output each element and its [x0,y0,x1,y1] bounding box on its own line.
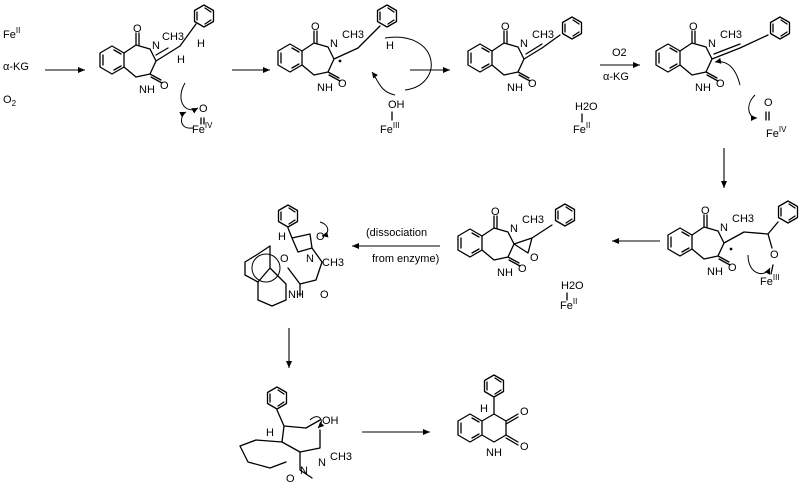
quinolinone-product: H O O NH [457,374,529,459]
svg-text:OH: OH [388,99,405,111]
epoxide-intermediate: O N CH3 NH O O [457,203,576,279]
fe-iv-oxo-2: FeIV O [714,57,787,140]
radical-intermediate: O N CH3 NH O H [277,4,398,94]
svg-text:OH: OH [322,415,339,427]
svg-text:O2: O2 [3,94,17,108]
svg-text:NH: NH [486,447,502,459]
step-4-reagents: O2 α-KG [600,47,640,83]
svg-text:N: N [300,465,308,477]
svg-text:FeIV: FeIV [766,125,787,140]
svg-text:FeIII: FeIII [380,121,400,136]
svg-text:O: O [338,78,347,90]
svg-text:O: O [311,21,320,33]
svg-text:FeII: FeII [573,121,590,136]
svg-text:N: N [318,457,326,469]
svg-text:O: O [320,289,329,301]
svg-text:O: O [689,21,698,33]
amide-nh: NH [139,84,155,96]
alkene-product: O N CH3 NH O [467,16,583,94]
svg-text:N: N [720,222,728,234]
svg-text:H: H [266,427,274,439]
svg-text:O: O [701,205,710,217]
svg-text:N: N [306,253,314,265]
svg-text:CH3: CH3 [720,29,742,41]
svg-text:N: N [708,38,716,50]
svg-text:O: O [728,262,737,274]
svg-text:O: O [764,97,773,109]
svg-text:CH3: CH3 [732,213,754,225]
svg-text:NH: NH [507,82,523,94]
svg-text:FeII: FeII [3,26,20,41]
fe-iv-oxo-1: FeIV O [179,82,213,136]
water-fe-ii-1: H2O FeII [573,101,598,136]
svg-text:O: O [501,21,510,33]
radical-fe-alkoxide: O N CH3 NH O O [667,200,799,278]
svg-text:H2O: H2O [561,280,584,292]
svg-text:N: N [330,38,338,50]
svg-text:NH: NH [288,289,304,301]
svg-text:N: N [510,223,518,235]
n-methyl: N [152,40,160,52]
alkene-with-fe-iv: O N CH3 NH O [655,16,791,94]
rearrangement-intermediate-3d: H OH N CH3 N O [239,386,352,485]
substrate-structure: O N CH3 NH O H H [99,4,215,96]
svg-text:O: O [491,206,500,218]
dissociation-line-2: from enzyme) [372,253,439,265]
svg-text:O: O [530,252,539,264]
svg-text:CH3: CH3 [532,29,554,41]
iron-label: Fe [3,29,16,41]
svg-text:O: O [316,231,325,243]
fe-iii-hydroxo: OH FeIII [371,36,432,136]
svg-text:H: H [386,40,394,52]
svg-text:O: O [280,253,289,265]
initial-reagents: FeII α-KG O2 [3,26,29,108]
benzylic-h: H [197,38,205,50]
alpha-h: H [177,54,185,66]
methyl: CH3 [162,31,184,43]
carbonyl-o-1: O [133,23,142,35]
dissociation-arrow: (dissociation from enzyme) [352,227,440,265]
fe-iii-label-2: FeIII [747,254,780,288]
svg-text:H: H [278,231,286,243]
svg-text:CH3: CH3 [342,29,364,41]
alpha-kg-label: α-KG [3,61,29,73]
svg-text:O: O [199,103,208,115]
svg-text:N: N [520,38,528,50]
svg-text:FeIII: FeIII [760,273,780,288]
svg-text:O: O [770,249,779,261]
svg-text:H2O: H2O [575,101,598,113]
svg-text:O: O [520,406,529,418]
svg-text:O: O [520,441,529,453]
svg-text:CH3: CH3 [322,257,344,269]
svg-text:O: O [528,78,537,90]
svg-text:NH: NH [695,82,711,94]
svg-text:CH3: CH3 [330,451,352,463]
svg-text:O: O [518,263,527,275]
svg-text:CH3: CH3 [522,214,544,226]
water-fe-ii-2: H2O FeII [560,280,584,312]
svg-text:O: O [716,78,725,90]
svg-text:NH: NH [497,267,513,279]
svg-text:H: H [480,403,488,415]
svg-text:α-KG: α-KG [603,71,629,83]
dissociation-line-1: (dissociation [366,227,427,239]
svg-text:NH: NH [707,266,723,278]
svg-text:FeII: FeII [560,297,577,312]
iron-oxidation: II [16,26,20,35]
bridged-intermediate-3d: H O N CH3 O NH O [244,204,344,307]
radical-dot [338,59,342,63]
oxygen-label: O [3,94,12,106]
svg-text:NH: NH [317,82,333,94]
carbonyl-o-2: O [160,80,169,92]
svg-text:O2: O2 [612,47,627,59]
svg-text:FeIV: FeIV [192,121,213,136]
oxygen-subscript: 2 [12,99,17,108]
svg-text:O: O [286,473,295,485]
